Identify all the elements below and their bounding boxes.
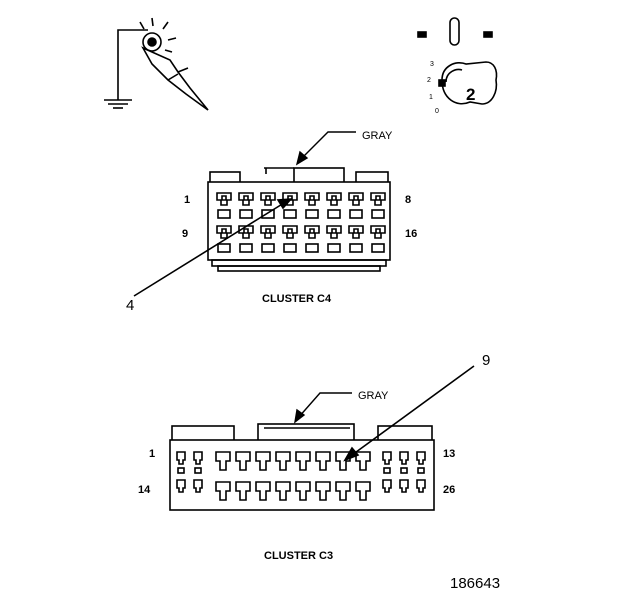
- ignition-key-icon: [417, 17, 498, 105]
- c3-title: CLUSTER C3: [264, 550, 334, 562]
- c3-pin-9-leader: [343, 365, 475, 462]
- c4-pin-4-leader: [133, 198, 293, 297]
- c4-title: CLUSTER C4: [262, 293, 332, 305]
- c4-pin-8-label: 8: [405, 194, 412, 206]
- c3-pin-14-label: 14: [138, 484, 151, 496]
- c4-socket-row-2: [217, 243, 385, 253]
- c3-wire-color-label: GRAY: [358, 390, 389, 402]
- c4-gray-wire-leader: [295, 131, 356, 166]
- c3-bottom-row-terminals: [215, 481, 371, 501]
- c4-socket-row: [217, 209, 385, 219]
- c4-callout-pin: 4: [126, 297, 135, 314]
- c4-top-row-terminals: [216, 192, 386, 206]
- ignition-scale-2: 2: [427, 77, 431, 84]
- ignition-scale-0: 0: [435, 108, 439, 115]
- ignition-position-label: 2: [466, 85, 476, 104]
- c3-pin-1-label: 1: [149, 448, 156, 460]
- c3-callout-pin: 9: [482, 352, 491, 369]
- c3-gray-wire-leader: [294, 392, 352, 424]
- c4-pin-16-label: 16: [405, 228, 418, 240]
- c3-pin-26-label: 26: [443, 484, 456, 496]
- test-light-probe-icon: [104, 17, 209, 111]
- cluster-c3-connector: [169, 423, 435, 511]
- ignition-scale-1: 1: [429, 94, 433, 101]
- figure-id: 186643: [450, 575, 501, 592]
- c4-pin-1-label: 1: [184, 194, 191, 206]
- cluster-c4-connector: [207, 167, 391, 272]
- c3-small-terminals-left: [176, 451, 203, 493]
- c3-small-terminals-right: [382, 451, 426, 493]
- c3-pin-13-label: 13: [443, 448, 456, 460]
- c4-pin-9-label: 9: [182, 228, 189, 240]
- ignition-scale-3: 3: [430, 61, 434, 68]
- c4-wire-color-label: GRAY: [362, 130, 393, 142]
